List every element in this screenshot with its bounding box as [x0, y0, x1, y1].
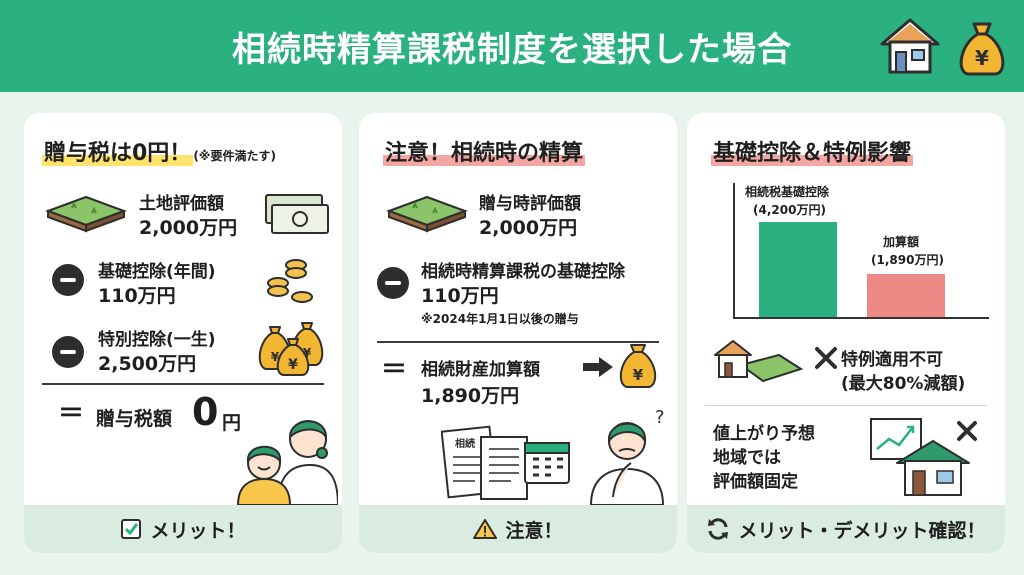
- svg-text:¥: ¥: [303, 346, 312, 360]
- people-illustration: [236, 420, 338, 505]
- svg-text:¥: ¥: [633, 366, 644, 384]
- minus-icon: [377, 267, 409, 299]
- deduct-value: 110万円: [421, 285, 499, 307]
- bar-value-addition: (1,890万円): [871, 253, 944, 267]
- rise-line-3: 評価額固定: [713, 472, 798, 492]
- house-icon: [880, 18, 940, 74]
- add-label: 相続財産加算額: [421, 360, 540, 380]
- land-icon: [386, 195, 468, 233]
- card3-title: 基礎控除＆特例影響: [711, 141, 914, 166]
- arrow-icon: [583, 357, 613, 377]
- house-land-icon: [714, 340, 804, 383]
- cross-icon: [815, 347, 837, 369]
- page-title: 相続時精算課税制度を選択した場合: [232, 30, 792, 70]
- svg-text:¥: ¥: [975, 46, 989, 70]
- card3-footer-label: メリット・デメリット確認！: [738, 519, 986, 542]
- special-value: 2,500万円: [98, 353, 197, 375]
- card3-footer: メリット・デメリット確認！: [687, 505, 1005, 553]
- coins-icon: [267, 259, 313, 303]
- money-bag-icon: ¥: [959, 22, 1005, 76]
- money-bag-icon: ¥: [619, 344, 657, 388]
- calendar-icon: [524, 442, 570, 484]
- rise-line-1: 値上がり予想: [713, 424, 815, 444]
- deduct-note: ※2024年1月1日以後の贈与: [421, 312, 579, 326]
- worried-person-illustration: ?: [589, 407, 665, 505]
- svg-text:¥: ¥: [288, 357, 298, 373]
- chart-board-icon: [870, 418, 977, 496]
- card2-footer-label: 注意！: [505, 519, 563, 542]
- tax-unit: 円: [222, 412, 242, 434]
- special-na-note: (最大80%減額): [841, 374, 966, 394]
- bar-label-addition: 加算額: [883, 235, 920, 249]
- tax-label: 贈与税額: [96, 408, 173, 430]
- land-label: 土地評価額: [139, 194, 224, 214]
- checkbox-icon: [121, 519, 142, 539]
- chart-x-axis: [733, 317, 989, 319]
- card2-title: 注意！相続時の精算: [383, 141, 586, 166]
- card1-title: 贈与税は0円！: [42, 141, 194, 166]
- equals-sign: ＝: [381, 355, 408, 385]
- card-basic-deduction-impact: 基礎控除＆特例影響 相続税基礎控除 (4,200万円) 加算額 (1,890万円…: [687, 113, 1005, 553]
- minus-icon: [52, 264, 84, 296]
- minus-icon: [52, 336, 84, 368]
- divider: [42, 383, 324, 385]
- gift-label: 贈与時評価額: [479, 194, 581, 214]
- banknotes-icon: [265, 194, 329, 234]
- chart-y-axis: [733, 183, 735, 319]
- document-icon: 相続: [441, 425, 570, 500]
- special-na-label: 特例適用不可: [841, 350, 943, 370]
- divider: [377, 341, 659, 343]
- card1-footer: メリット！: [24, 505, 342, 553]
- refresh-icon: [708, 518, 729, 540]
- bar-addition: [867, 274, 945, 317]
- gift-value: 2,000万円: [479, 217, 578, 239]
- question-mark: ?: [655, 407, 665, 428]
- card1-note: (※要件満たす): [193, 149, 276, 163]
- divider: [705, 405, 987, 406]
- tax-zero: 0: [192, 390, 219, 434]
- card2-footer: 注意！: [359, 505, 677, 553]
- warning-icon: [473, 519, 498, 539]
- doc-label: 相続: [455, 437, 475, 450]
- money-bag-icon: ¥ ¥ ¥: [258, 322, 324, 376]
- card-gift-tax: 贈与税は0円！(※要件満たす) 土地評価額 2,000万円 基礎控除(年間) 1…: [24, 113, 342, 553]
- svg-text:¥: ¥: [271, 350, 280, 364]
- card1-footer-label: メリット！: [150, 519, 246, 542]
- header: 相続時精算課税制度を選択した場合 ¥: [0, 0, 1024, 92]
- bar-label-basic-deduction: 相続税基礎控除: [745, 185, 830, 199]
- rise-line-2: 地域では: [713, 448, 781, 468]
- equals-sign: ＝: [58, 399, 85, 429]
- add-value: 1,890万円: [421, 385, 520, 407]
- special-label: 特別控除(一生): [98, 330, 216, 350]
- deduct-label: 相続時精算課税の基礎控除: [421, 262, 625, 282]
- bar-value-basic-deduction: (4,200万円): [753, 203, 826, 217]
- land-icon: [45, 195, 127, 233]
- basic-label: 基礎控除(年間): [98, 262, 216, 282]
- basic-value: 110万円: [98, 285, 176, 307]
- bar-basic-deduction: [759, 222, 837, 317]
- land-value: 2,000万円: [139, 217, 238, 239]
- card-inheritance-settlement: 注意！相続時の精算 贈与時評価額 2,000万円 相続時精算課税の基礎控除 11…: [359, 113, 677, 553]
